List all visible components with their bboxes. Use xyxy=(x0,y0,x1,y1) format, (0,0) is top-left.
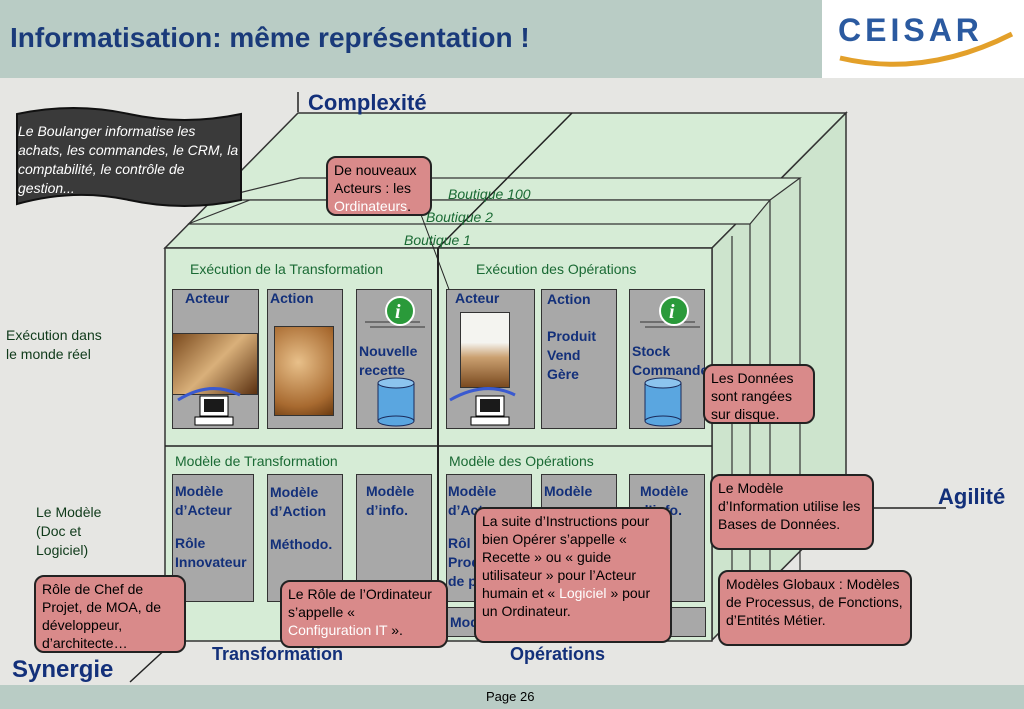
modele-info-callout: Le Modèle d’Information utilise les Base… xyxy=(710,474,874,550)
exec-o-action-cell xyxy=(541,289,617,429)
complexite-label: Complexité xyxy=(308,90,427,115)
exec-o-action-text: Action Produit Vend Gère xyxy=(547,290,596,384)
scroll-note-icon xyxy=(16,107,242,207)
recette-callout: La suite d’Instructions pour bien Opérer… xyxy=(474,507,672,643)
chef-photo xyxy=(460,312,510,388)
boulanger-note: Le Boulanger informatise les achats, les… xyxy=(18,123,239,196)
execution-side-line1: Exécution dans xyxy=(6,327,102,343)
model-t-acteur-line4: Innovateur xyxy=(175,554,247,570)
modele-side-line3: Logiciel) xyxy=(36,542,89,558)
model-t-action-line1: Modèle xyxy=(270,484,319,500)
header-bar xyxy=(0,0,822,78)
ordinateurs-callout: De nouveaux Acteurs : les Ordinateurs. xyxy=(326,156,432,216)
computer-icon xyxy=(177,387,241,426)
model-o-acteur-line1: Modèle xyxy=(448,483,497,499)
exec-transformation-header: Exécution de la Transformation xyxy=(190,261,383,277)
model-o-acteur-line4: Prod xyxy=(448,554,480,570)
operations-label: Opérations xyxy=(510,644,606,664)
model-o-acteur-line5: de p xyxy=(448,573,477,589)
model-t-info-text: Modèle d’info. xyxy=(366,482,414,520)
exec-o-info-line2: Commandes xyxy=(632,362,717,378)
model-t-acteur-cell xyxy=(172,474,254,602)
exec-t-info-line2: recette xyxy=(359,362,405,378)
boutique-100-label: Boutique 100 xyxy=(448,186,531,202)
model-t-action-line3: Méthodo. xyxy=(270,536,333,552)
modele-side-label: Le Modèle (Doc et Logiciel) xyxy=(36,503,101,560)
agilite-label: Agilité xyxy=(938,484,1006,509)
logo-panel xyxy=(822,0,1024,78)
bread-photo xyxy=(274,326,334,416)
model-t-acteur-text: Modèle d’Acteur Rôle Innovateur xyxy=(175,482,247,572)
synergie-label: Synergie xyxy=(12,656,114,683)
transformation-label: Transformation xyxy=(212,644,344,664)
bakery-photo xyxy=(172,333,258,395)
exec-t-info-text: Nouvelle recette xyxy=(359,342,417,380)
boutique-2-label: Boutique 2 xyxy=(426,209,493,225)
model-t-action-text: Modèle d’Action Méthodo. xyxy=(270,483,332,554)
modeles-globaux-callout: Modèles Globaux : Modèles de Processus, … xyxy=(718,570,912,646)
model-o-acteur-text: Modèle d’Act Rôl Prod de p xyxy=(448,482,496,591)
logo-swoosh-icon xyxy=(839,31,1014,67)
chef-projet-callout: Rôle de Chef de Projet, de MOA, de dével… xyxy=(34,575,186,653)
configuration-callout-text: Le Rôle de l’Ordinateur s’appelle « xyxy=(288,586,432,620)
exec-t-action-label: Action xyxy=(270,290,314,306)
page-number: Page 26 xyxy=(486,689,535,704)
configuration-end: ». xyxy=(391,622,403,638)
ordinateurs-highlight: Ordinateurs xyxy=(334,198,408,214)
database-icon xyxy=(377,377,415,427)
computer-icon xyxy=(449,387,516,426)
model-o-global-text: Mod xyxy=(450,614,479,630)
recette-end: » pour un Ordinateur. xyxy=(482,585,651,619)
exec-o-action-line1: Action xyxy=(547,291,591,307)
ordinateurs-callout-text: De nouveaux Acteurs : les xyxy=(334,162,417,196)
model-t-acteur-line1: Modèle xyxy=(175,483,224,499)
svg-text:i: i xyxy=(669,301,675,323)
page-title: Informatisation: même représentation ! xyxy=(10,22,530,53)
model-t-info-line1: Modèle xyxy=(366,483,415,499)
exec-o-action-line3: Vend xyxy=(547,347,581,363)
donnees-callout: Les Données sont rangées sur disque. xyxy=(703,364,815,424)
execution-side-line2: le monde réel xyxy=(6,346,91,362)
model-t-info-line2: d’info. xyxy=(366,502,408,518)
execution-side-label: Exécution dans le monde réel xyxy=(6,326,102,364)
footer-bar xyxy=(0,685,1024,709)
ordinateurs-end: . xyxy=(407,198,412,214)
model-t-action-line2: d’Action xyxy=(270,503,326,519)
database-icon xyxy=(644,377,682,427)
exec-o-action-line4: Gère xyxy=(547,366,579,382)
modele-side-line2: (Doc et xyxy=(36,523,82,539)
modele-side-line1: Le Modèle xyxy=(36,504,102,520)
configuration-callout: Le Rôle de l’Ordinateur s’appelle « Conf… xyxy=(280,580,448,648)
model-o-action-text: Modèle xyxy=(544,483,593,499)
logiciel-highlight: Logiciel xyxy=(559,585,607,601)
exec-t-acteur-label: Acteur xyxy=(185,290,230,306)
exec-o-action-line2: Produit xyxy=(547,328,596,344)
modele-transformation-header: Modèle de Transformation xyxy=(175,453,338,469)
exec-o-acteur-label: Acteur xyxy=(455,290,500,306)
modele-operations-header: Modèle des Opérations xyxy=(449,453,594,469)
exec-o-info-line1: Stock xyxy=(632,343,671,359)
configuration-highlight: Configuration IT xyxy=(288,622,388,638)
model-t-acteur-line3: Rôle xyxy=(175,535,206,551)
boutique-1-label: Boutique 1 xyxy=(404,232,471,248)
model-o-acteur-line3: Rôl xyxy=(448,535,471,551)
exec-operations-header: Exécution des Opérations xyxy=(476,261,637,277)
model-o-info-line1: Modèle xyxy=(640,483,689,499)
logo-text: CEISAR xyxy=(838,12,983,48)
recette-callout-text: La suite d’Instructions pour bien Opérer… xyxy=(482,513,650,601)
model-t-acteur-line2: d’Acteur xyxy=(175,502,232,518)
exec-o-info-text: Stock Commandes xyxy=(632,342,716,380)
ceisar-logo xyxy=(830,6,1020,72)
exec-t-info-line1: Nouvelle xyxy=(359,343,418,359)
svg-text:i: i xyxy=(395,301,401,323)
info-icon: i xyxy=(365,296,425,328)
info-icon: i xyxy=(640,296,700,328)
